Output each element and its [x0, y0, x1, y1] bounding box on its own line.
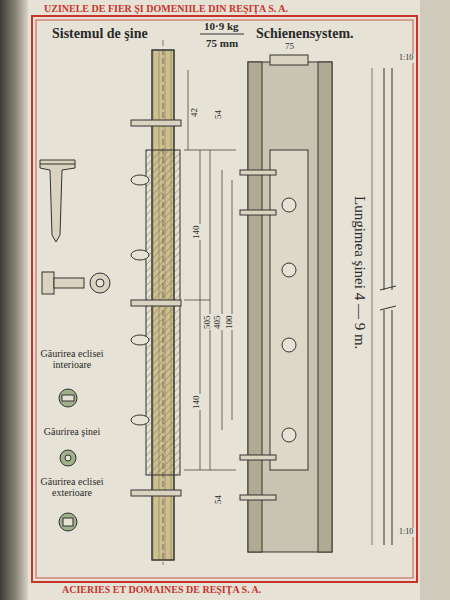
dimension: 140	[192, 395, 202, 411]
footer-text: ACIERIES ET DOMAINES DE REŞIŢA S. A.	[62, 584, 261, 595]
weight-label: 10·9 kg	[204, 20, 239, 32]
length-label: Lungimea şinei 4 — 9 m.	[352, 195, 369, 350]
dimension: 405	[213, 315, 223, 331]
drawing-title: Sistemul de şine	[52, 26, 148, 41]
slope-label: 1:10	[398, 54, 414, 63]
drawing-title-german: Schienensystem.	[256, 26, 354, 41]
hole-label: Găurirea eclisei exterioare	[36, 476, 108, 498]
dimension: 75	[285, 42, 294, 52]
dimension: 42	[190, 107, 200, 118]
dimension: 505	[203, 315, 213, 331]
hole-label: Găurirea eclisei interioare	[36, 348, 108, 370]
dimension: 100	[225, 315, 235, 331]
dimension: 54	[214, 494, 224, 505]
slope-label: 1:10	[398, 528, 414, 537]
hole-label: Găurirea şinei	[36, 426, 108, 437]
height-label: 75 mm	[206, 37, 238, 49]
dimension: 140	[192, 225, 202, 241]
header-text: UZINELE DE FIER ŞI DOMENIILE DIN REŞIŢA …	[44, 3, 288, 14]
dimension: 54	[214, 109, 224, 120]
